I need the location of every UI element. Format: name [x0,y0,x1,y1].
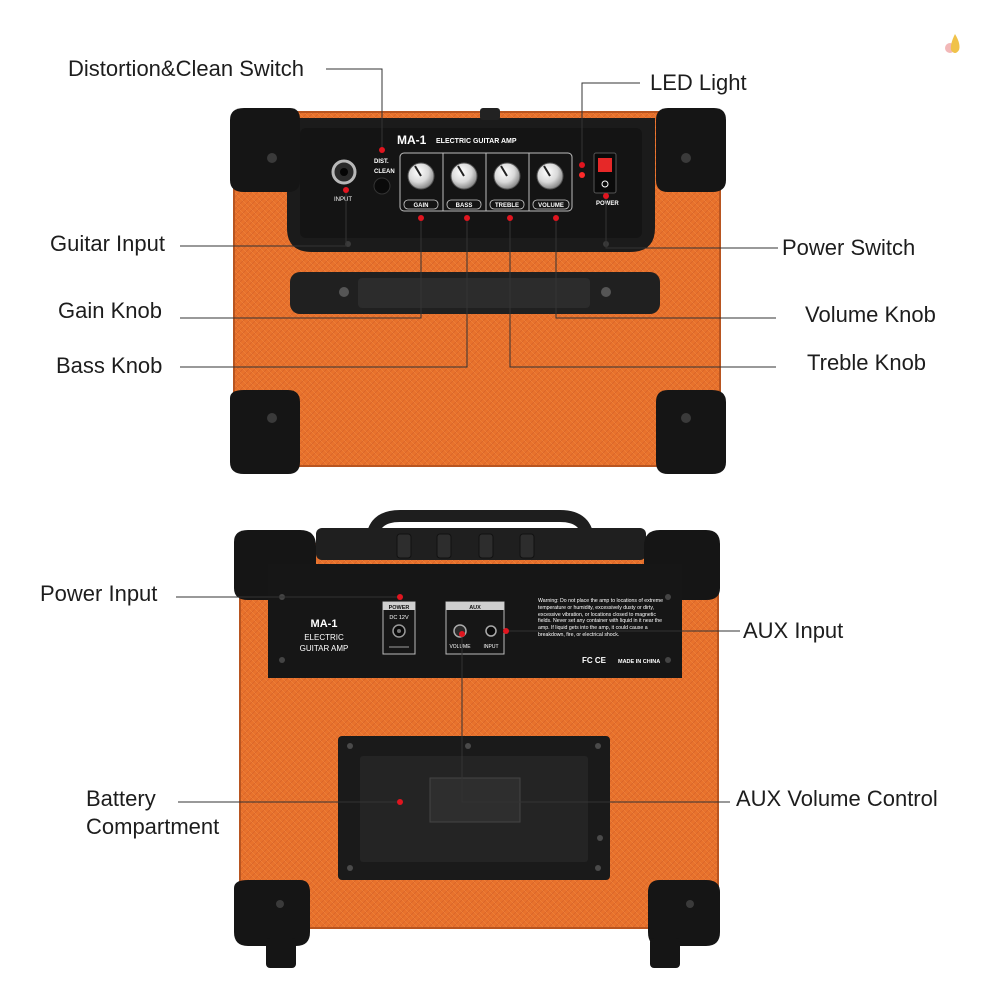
volume-knob[interactable] [536,162,564,190]
callout-bass-knob: Bass Knob [56,353,163,378]
gain-knob[interactable] [407,162,435,190]
back-corner-bottom-left [234,880,310,946]
dist-label: DIST. [374,159,389,165]
clean-label: CLEAN [374,169,395,175]
made-in-label: MADE IN CHINA [618,659,660,665]
corner-protector-bottom-right [656,390,726,474]
leader-lines [176,68,778,803]
callout-treble-knob: Treble Knob [807,350,927,375]
back-guitar-amp-label: GUITAR AMP [300,644,349,653]
callout-guitar-input: Guitar Input [50,231,165,256]
callout-volume-knob: Volume Knob [805,302,936,327]
back-model-label: MA-1 [311,618,338,630]
front-amp: MA-1 ELECTRIC GUITAR AMP INPUT DIST. CLE… [230,108,726,474]
aux-title: AUX [469,605,481,611]
back-corner-bottom-right [648,880,720,946]
callout-power-input: Power Input [40,581,158,606]
bass-knob[interactable] [450,162,478,190]
volume-label: VOLUME [538,203,564,209]
power-label: POWER [596,201,619,207]
callout-distortion-clean-switch: Distortion&Clean Switch [68,56,304,81]
callout-battery-compartment-line1: Battery [86,786,156,811]
back-amp: MA-1 ELECTRIC GUITAR AMP POWER DC 12V AU… [234,510,720,968]
cert-marks: FC CE [582,656,607,665]
callout-led-light: LED Light [650,70,747,95]
back-electric-label: ELECTRIC [304,633,344,642]
callout-power-switch: Power Switch [782,235,916,260]
callout-gain-knob: Gain Knob [58,298,162,323]
aux-volume-label: VOLUME [449,644,471,650]
brand-logo [945,34,960,53]
aux-input-label: INPUT [484,644,499,650]
aux-input-jack[interactable] [485,625,497,637]
corner-protector-top-left [230,108,300,192]
power-input-title: POWER [389,605,410,611]
callout-aux-volume-control: AUX Volume Control [736,786,938,811]
front-subtitle-label: ELECTRIC GUITAR AMP [436,138,517,145]
gain-label: GAIN [414,203,429,209]
treble-knob[interactable] [493,162,521,190]
corner-protector-top-right [656,108,726,192]
bass-label: BASS [456,203,473,209]
callout-battery-compartment-line2: Compartment [86,814,220,839]
power-input-spec: DC 12V [389,615,409,621]
warning-text: Warning: Do not place the amp to locatio… [538,598,663,638]
pointer-dots [343,147,609,805]
back-label-plate [268,564,682,678]
corner-protector-bottom-left [230,390,300,474]
led-light [579,172,585,178]
distortion-clean-switch[interactable] [373,177,391,195]
front-input-label: INPUT [334,197,352,203]
treble-label: TREBLE [495,203,519,209]
front-model-label: MA-1 [397,133,427,147]
callout-aux-input: AUX Input [743,618,844,643]
